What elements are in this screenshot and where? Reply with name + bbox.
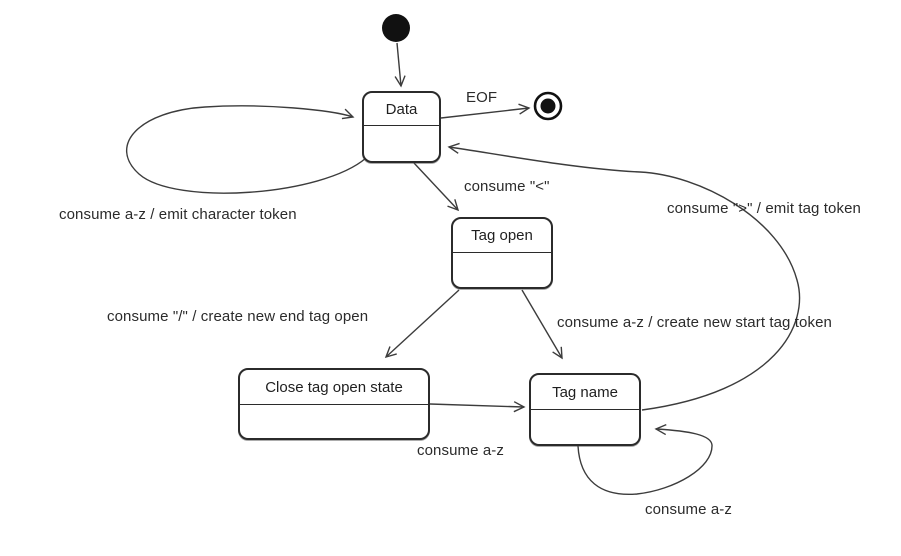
state-tag-name-label: Tag name bbox=[531, 375, 639, 410]
state-tag-open-label: Tag open bbox=[453, 219, 551, 253]
state-data-label: Data bbox=[364, 93, 439, 126]
transition-tag-open-to-close-tag-open bbox=[384, 289, 460, 359]
transition-tag-name-self-loop bbox=[577, 423, 713, 496]
transition-label-consume-lt: consume "<" bbox=[464, 178, 550, 195]
transition-label-eof: EOF bbox=[466, 89, 498, 106]
state-close-tag-open-label: Close tag open state bbox=[240, 370, 428, 405]
transition-initial-to-data bbox=[394, 42, 406, 88]
state-tag-open: Tag open bbox=[451, 217, 553, 289]
transition-label-consume-az-start-tag: consume a-z / create new start tag token bbox=[557, 314, 832, 331]
final-state-icon bbox=[533, 91, 563, 121]
state-tag-name-body bbox=[531, 410, 639, 444]
initial-state-icon bbox=[382, 14, 410, 42]
transition-data-to-tag-open bbox=[413, 162, 460, 212]
state-data: Data bbox=[362, 91, 441, 163]
transition-close-tag-open-to-tag-name bbox=[429, 401, 526, 413]
transition-tag-open-to-tag-name bbox=[521, 289, 563, 360]
state-close-tag-open: Close tag open state bbox=[238, 368, 430, 440]
state-data-body bbox=[364, 126, 439, 161]
transition-tag-name-to-data bbox=[447, 142, 801, 411]
transition-label-consume-gt-emit-tag: consume ">" / emit tag token bbox=[667, 200, 861, 217]
transition-label-consume-az-emit-character: consume a-z / emit character token bbox=[59, 206, 297, 223]
transition-label-consume-az-self-loop: consume a-z bbox=[645, 501, 732, 518]
transition-label-consume-slash-end-tag: consume "/" / create new end tag open bbox=[107, 308, 369, 325]
state-tag-open-body bbox=[453, 253, 551, 287]
state-close-tag-open-body bbox=[240, 405, 428, 438]
transition-data-self-loop bbox=[126, 105, 367, 194]
state-tag-name: Tag name bbox=[529, 373, 641, 446]
transition-data-to-final bbox=[440, 103, 531, 119]
transition-label-consume-az: consume a-z bbox=[417, 442, 504, 459]
